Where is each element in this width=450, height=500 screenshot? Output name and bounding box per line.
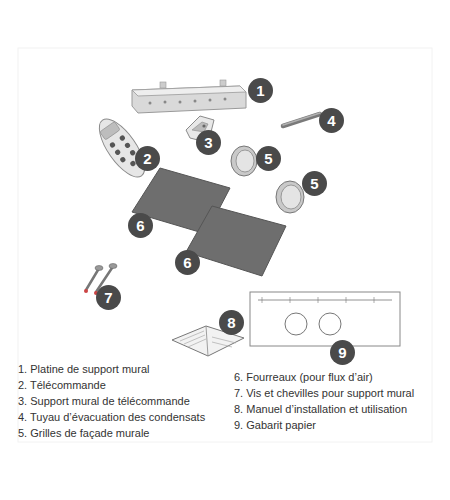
condensate-pipe	[283, 113, 320, 126]
callout-text: 5	[310, 176, 318, 191]
callout-text: 9	[338, 345, 346, 360]
callout-text: 7	[104, 290, 112, 305]
legend-item: 3. Support mural de télécommande	[18, 394, 190, 408]
callout-number: 9	[330, 340, 355, 365]
callout-text: 2	[143, 151, 151, 166]
wall-plate	[132, 80, 246, 113]
callout-text: 6	[136, 218, 144, 233]
callout-number: 5	[256, 146, 281, 171]
callout-text: 8	[227, 315, 235, 330]
legend-item: 4. Tuyau d’évacuation des condensats	[18, 410, 205, 424]
callout-number: 3	[196, 130, 221, 155]
wall-grille	[231, 146, 304, 213]
callout-number: 8	[219, 310, 244, 335]
callout-text: 3	[204, 135, 212, 150]
legend-item: 6. Fourreaux (pour flux d’air)	[234, 370, 373, 384]
legend-item: 7. Vis et chevilles pour support mural	[234, 386, 414, 400]
callout-number: 6	[128, 213, 153, 238]
legend-item: 9. Gabarit papier	[234, 418, 316, 432]
legend-item: 5. Grilles de façade murale	[18, 426, 149, 440]
callout-text: 6	[183, 255, 191, 270]
legend-item: 1. Platine de support mural	[18, 362, 149, 376]
callout-number: 6	[175, 250, 200, 275]
callout-number: 5	[302, 171, 327, 196]
sleeve-sheet	[132, 168, 286, 276]
callout-number: 4	[319, 108, 344, 133]
legend-item: 8. Manuel d’installation et utilisation	[234, 402, 407, 416]
legend-item: 2. Télécommande	[18, 378, 106, 392]
callout-text: 4	[327, 113, 335, 128]
paper-template	[250, 292, 400, 346]
callout-number: 2	[135, 146, 160, 171]
callout-number: 7	[96, 285, 121, 310]
callout-text: 5	[264, 151, 272, 166]
callout-number: 1	[248, 78, 273, 103]
callout-text: 1	[256, 83, 264, 98]
